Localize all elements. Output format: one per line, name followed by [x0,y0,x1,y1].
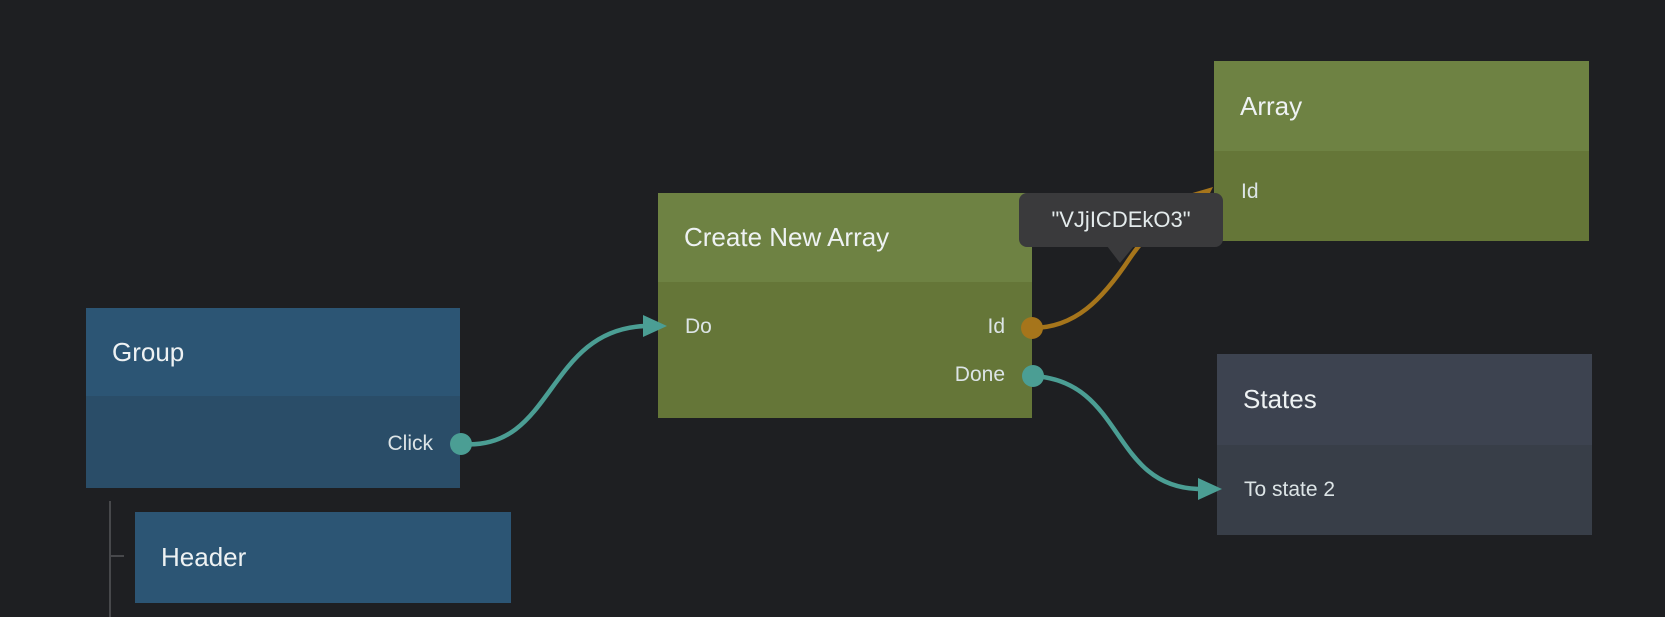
node-create-new-array-body: Do Id Done [658,282,1032,418]
port-dot-id[interactable] [1021,317,1043,339]
port-output-id[interactable]: Id [987,315,1005,338]
node-states-header[interactable]: States [1217,354,1592,445]
arrowhead-do [643,315,667,337]
port-output-done[interactable]: Done [954,363,1005,386]
port-input-id[interactable]: Id [1241,180,1259,203]
node-array-header[interactable]: Array [1214,61,1589,151]
node-array[interactable]: Array Id [1214,61,1589,241]
node-title: Create New Array [684,222,890,252]
connection-click-to-do[interactable] [460,323,646,447]
port-input-to-state-2[interactable]: To state 2 [1244,478,1336,501]
node-states-body: To state 2 [1217,445,1592,535]
tooltip-value: "VJjICDEkO3" [1051,207,1191,232]
node-header-header[interactable]: Header [135,512,511,603]
node-array-body: Id [1214,151,1589,241]
node-title: Array [1240,90,1303,121]
node-create-new-array-header[interactable]: Create New Array [658,193,1032,282]
node-create-new-array[interactable]: Create New Array Do Id Done [658,193,1032,418]
node-states[interactable]: States To state 2 [1217,354,1592,535]
port-input-do[interactable]: Do [685,315,712,338]
node-header[interactable]: Header [135,512,511,603]
node-group[interactable]: Group Click [86,308,460,488]
node-group-header[interactable]: Group [86,308,460,396]
connection-value-tooltip: "VJjICDEkO3" [1019,193,1223,247]
port-output-click[interactable]: Click [387,432,434,455]
connection-done-to-states[interactable] [1032,373,1199,492]
node-title: Header [161,542,247,572]
node-group-body: Click [86,396,460,488]
port-dot-click[interactable] [450,433,472,455]
node-title: States [1243,384,1317,414]
node-title: Group [112,336,185,367]
port-dot-done[interactable] [1022,365,1044,387]
tooltip-pointer [1107,246,1134,263]
arrowhead-to-state-2 [1198,478,1222,500]
